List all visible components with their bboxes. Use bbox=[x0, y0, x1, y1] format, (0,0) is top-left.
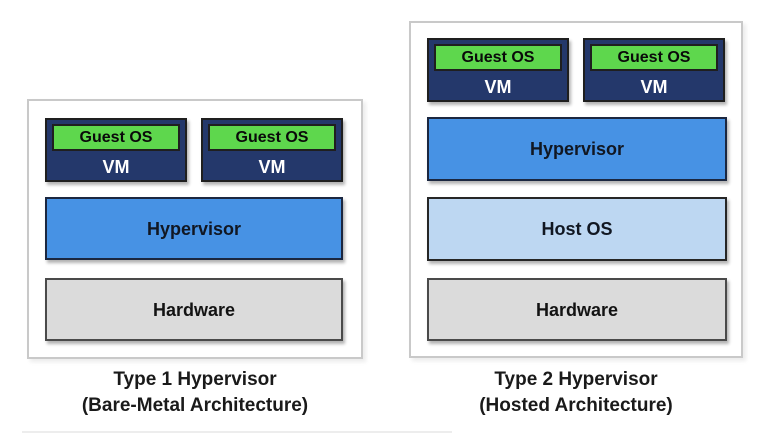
type2-caption: Type 2 Hypervisor (Hosted Architecture) bbox=[409, 367, 743, 419]
type1-vm-box-2: Guest OS VM bbox=[201, 118, 343, 182]
type2-panel: Guest OS VM Guest OS VM Hypervisor Host … bbox=[409, 21, 743, 358]
type2-hypervisor-layer: Hypervisor bbox=[427, 117, 727, 181]
type1-caption: Type 1 Hypervisor (Bare-Metal Architectu… bbox=[27, 367, 363, 419]
type2-caption-subtitle: (Hosted Architecture) bbox=[479, 395, 673, 416]
type1-vm2-label: VM bbox=[258, 156, 286, 177]
type2-vm1-guest-os-label: Guest OS bbox=[434, 44, 562, 71]
type2-hardware-layer: Hardware bbox=[427, 278, 727, 341]
type1-hardware-layer: Hardware bbox=[45, 278, 343, 341]
type1-panel: Guest OS VM Guest OS VM Hypervisor Hardw… bbox=[27, 99, 363, 359]
bottom-scrubber-artifact bbox=[22, 431, 452, 433]
type2-vm2-guest-os-label: Guest OS bbox=[590, 44, 718, 71]
type1-vm2-guest-os-label: Guest OS bbox=[208, 124, 336, 151]
type1-caption-title: Type 1 Hypervisor bbox=[113, 369, 277, 390]
type1-vm1-label: VM bbox=[102, 156, 130, 177]
type1-vm1-guest-os-label: Guest OS bbox=[52, 124, 180, 151]
type2-vm-box-1: Guest OS VM bbox=[427, 38, 569, 102]
type2-host-os-layer: Host OS bbox=[427, 197, 727, 261]
type1-hypervisor-layer: Hypervisor bbox=[45, 197, 343, 260]
type1-vm-box-1: Guest OS VM bbox=[45, 118, 187, 182]
type2-vm2-label: VM bbox=[640, 76, 668, 97]
type1-caption-subtitle: (Bare-Metal Architecture) bbox=[81, 395, 309, 416]
type2-vm1-label: VM bbox=[484, 76, 512, 97]
type2-vm-box-2: Guest OS VM bbox=[583, 38, 725, 102]
type2-caption-title: Type 2 Hypervisor bbox=[494, 369, 658, 390]
